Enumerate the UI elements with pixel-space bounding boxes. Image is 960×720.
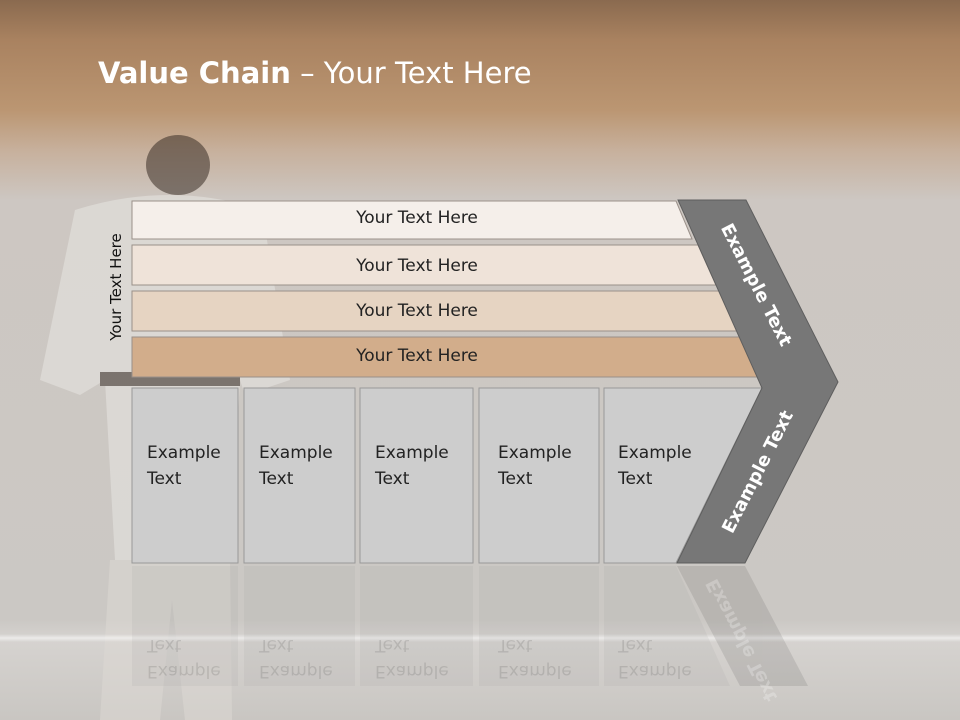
box-2-line-1: Example bbox=[259, 443, 333, 463]
box-4-reflection-line-2: Text bbox=[498, 635, 533, 655]
box-1-line-2: Text bbox=[147, 469, 182, 489]
box-5-reflection-line-1: Example bbox=[618, 661, 692, 681]
box-5-shape[interactable] bbox=[603, 387, 763, 564]
side-label: Your Text Here bbox=[107, 233, 125, 341]
box-1-reflection-line-2: Text bbox=[147, 635, 182, 655]
box-3-shape[interactable] bbox=[359, 387, 474, 564]
box-4-shape[interactable] bbox=[478, 387, 600, 564]
box-4-line-2: Text bbox=[498, 469, 533, 489]
box-1-reflection: Example Text bbox=[147, 632, 221, 684]
box-1-reflection-line-1: Example bbox=[147, 661, 221, 681]
box-3-line-1: Example bbox=[375, 443, 449, 463]
title-rest: – Your Text Here bbox=[290, 56, 532, 90]
box-4-reflection-line-1: Example bbox=[498, 661, 572, 681]
floor-reflection-line bbox=[0, 634, 960, 642]
box-5-line-2: Text bbox=[618, 469, 653, 489]
box-3-reflection: Example Text bbox=[375, 632, 449, 684]
band-1-shape[interactable] bbox=[131, 200, 693, 240]
diagram-reflection bbox=[132, 566, 808, 686]
box-2-reflection: Example Text bbox=[259, 632, 333, 684]
chevron-arrow-shape[interactable] bbox=[676, 199, 839, 564]
band-1-label: Your Text Here bbox=[356, 208, 478, 228]
box-2-reflection-line-1: Example bbox=[259, 661, 333, 681]
box-5-reflection: Example Text bbox=[618, 632, 692, 684]
box-1-shape[interactable] bbox=[131, 387, 239, 564]
box-5-reflection-line-2: Text bbox=[618, 635, 653, 655]
box-3-reflection-line-1: Example bbox=[375, 661, 449, 681]
box-4-line-1: Example bbox=[498, 443, 572, 463]
box-2-line-2: Text bbox=[259, 469, 294, 489]
band-2-label: Your Text Here bbox=[356, 256, 478, 276]
box-1-line-1: Example bbox=[147, 443, 221, 463]
box-2-shape[interactable] bbox=[243, 387, 356, 564]
box-2-reflection-line-2: Text bbox=[259, 635, 294, 655]
box-4-reflection: Example Text bbox=[498, 632, 572, 684]
box-3-reflection-line-2: Text bbox=[375, 635, 410, 655]
band-3-label: Your Text Here bbox=[356, 301, 478, 321]
box-3-line-2: Text bbox=[375, 469, 410, 489]
slide-title: Value Chain – Your Text Here bbox=[98, 56, 532, 90]
title-bold: Value Chain bbox=[98, 56, 291, 90]
band-4-label: Your Text Here bbox=[356, 346, 478, 366]
box-5-line-1: Example bbox=[618, 443, 692, 463]
